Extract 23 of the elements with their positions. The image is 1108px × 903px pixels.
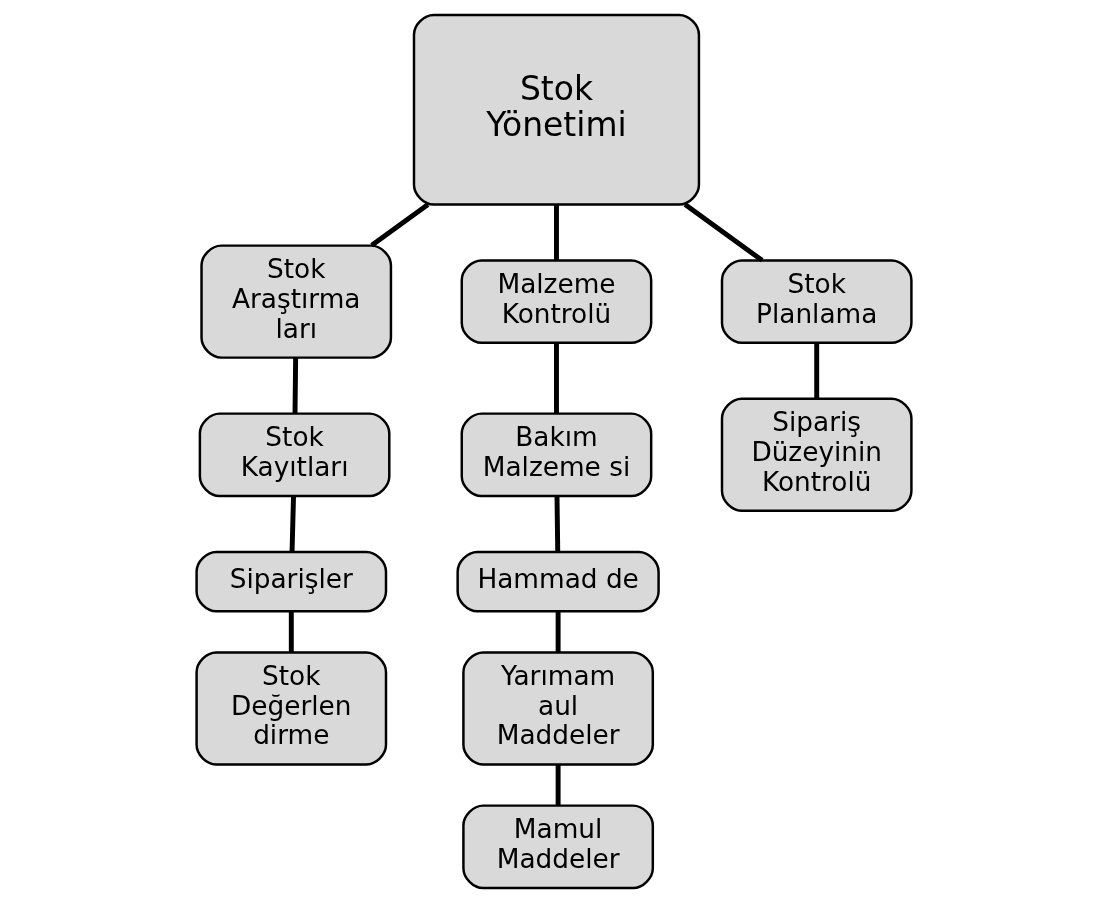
node-box: Siparişler: [195, 550, 388, 613]
node-box: Malzeme Kontrolü: [460, 259, 653, 345]
connector: [288, 611, 294, 653]
node-box: Bakım Malzeme si: [460, 412, 653, 498]
connector: [370, 202, 430, 248]
connector: [683, 202, 764, 263]
connector: [555, 611, 561, 653]
connector: [289, 496, 296, 552]
node-box: Stok Değerlen dirme: [195, 651, 388, 766]
node-box: Stok Araştırma ları: [200, 244, 393, 359]
node-box: Mamul Maddeler: [462, 804, 655, 890]
node-box: Stok Yönetimi: [412, 13, 701, 206]
connector: [292, 357, 299, 414]
node-box: Stok Planlama: [720, 259, 913, 345]
node-box: Yarımam aul Maddeler: [462, 651, 655, 766]
connector: [554, 343, 559, 414]
node-box: Hammad de: [456, 550, 660, 613]
connector: [555, 765, 561, 806]
connector: [554, 204, 559, 261]
node-box: Sipariş Düzeyinin Kontrolü: [720, 397, 913, 513]
connector: [814, 343, 820, 399]
node-box: Stok Kayıtları: [198, 412, 391, 498]
connector: [554, 496, 561, 552]
